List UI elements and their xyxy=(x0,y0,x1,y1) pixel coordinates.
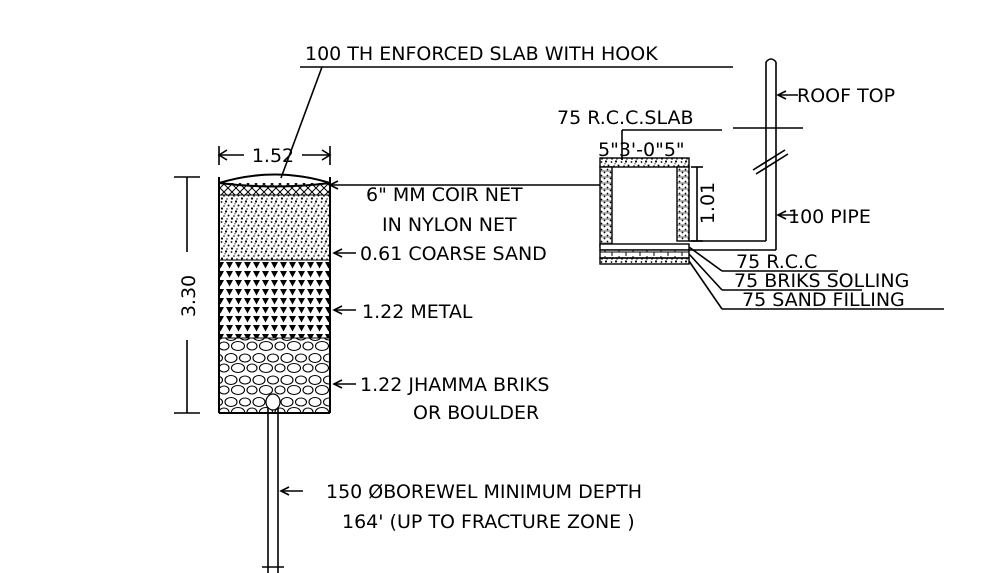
pipe-label: 100 PIPE xyxy=(788,206,871,228)
borewell-label-2: 164' (UP TO FRACTURE ZONE ) xyxy=(342,511,635,533)
chamber-brick-solling xyxy=(599,249,690,259)
width-dimension: 1.52 xyxy=(217,145,332,167)
roof-downpipe xyxy=(689,58,803,251)
chamber-height-dimension: 1.01 xyxy=(691,166,719,242)
rcc-slab-label: 75 R.C.C.SLAB xyxy=(557,107,694,129)
coir-net-label-1: 6" MM COIR NET xyxy=(366,184,523,206)
width-dim-label: 1.52 xyxy=(252,145,294,167)
chamber-top-slab xyxy=(599,157,690,168)
jhamma-label-1: 1.22 JHAMMA BRIKS xyxy=(360,374,549,396)
chamber-rcc-base xyxy=(599,243,690,251)
slab-hook-callout: 100 TH ENFORCED SLAB WITH HOOK xyxy=(280,43,733,179)
coir-net-callout: 6" MM COIR NET IN NYLON NET xyxy=(328,180,600,236)
briks-solling-label: 75 BRIKS SOLLING xyxy=(734,270,909,292)
chamber-right-wall xyxy=(676,166,690,242)
chamber-sand-filling xyxy=(599,257,690,265)
chamber-height-label: 1.01 xyxy=(697,182,719,224)
slab-hook-label: 100 TH ENFORCED SLAB WITH HOOK xyxy=(305,43,658,65)
chamber-dims-label: 5"3'-0"5" xyxy=(598,139,685,161)
jhamma-label-2: OR BOULDER xyxy=(413,402,539,424)
rcc-slab-callout: 75 R.C.C.SLAB 5"3'-0"5" xyxy=(557,107,722,161)
borewell-label-1: 150 ØBOREWEL MINIMUM DEPTH xyxy=(326,481,642,503)
coir-net-label-2: IN NYLON NET xyxy=(382,214,517,236)
base-layer-callouts: 75 R.C.C 75 BRIKS SOLLING 75 SAND FILLIN… xyxy=(688,246,944,311)
recharge-pit xyxy=(218,173,331,573)
roof-top-callout: ROOF TOP xyxy=(776,85,895,107)
collection-chamber xyxy=(599,157,690,265)
height-dim-label: 3.30 xyxy=(178,275,200,317)
sand-filling-label: 75 SAND FILLING xyxy=(742,289,905,311)
pipe-callout: 100 PIPE xyxy=(776,206,871,228)
chamber-left-wall xyxy=(599,166,613,248)
jhamma-callout: 1.22 JHAMMA BRIKS OR BOULDER xyxy=(332,374,549,424)
height-dimension: 3.30 xyxy=(174,176,200,414)
metal-label: 1.22 METAL xyxy=(362,301,473,323)
coarse-sand-label: 0.61 COARSE SAND xyxy=(360,243,547,265)
metal-callout: 1.22 METAL xyxy=(332,301,473,323)
rcc-label: 75 R.C.C xyxy=(736,251,817,273)
enforced-slab xyxy=(218,173,331,188)
roof-top-label: ROOF TOP xyxy=(797,85,895,107)
borewell-pipe xyxy=(262,393,284,573)
metal-layer xyxy=(219,260,330,338)
coarse-sand-layer xyxy=(219,195,330,260)
borewell-callout: 150 ØBOREWEL MINIMUM DEPTH 164' (UP TO F… xyxy=(279,481,642,533)
coarse-sand-callout: 0.61 COARSE SAND xyxy=(332,243,547,265)
